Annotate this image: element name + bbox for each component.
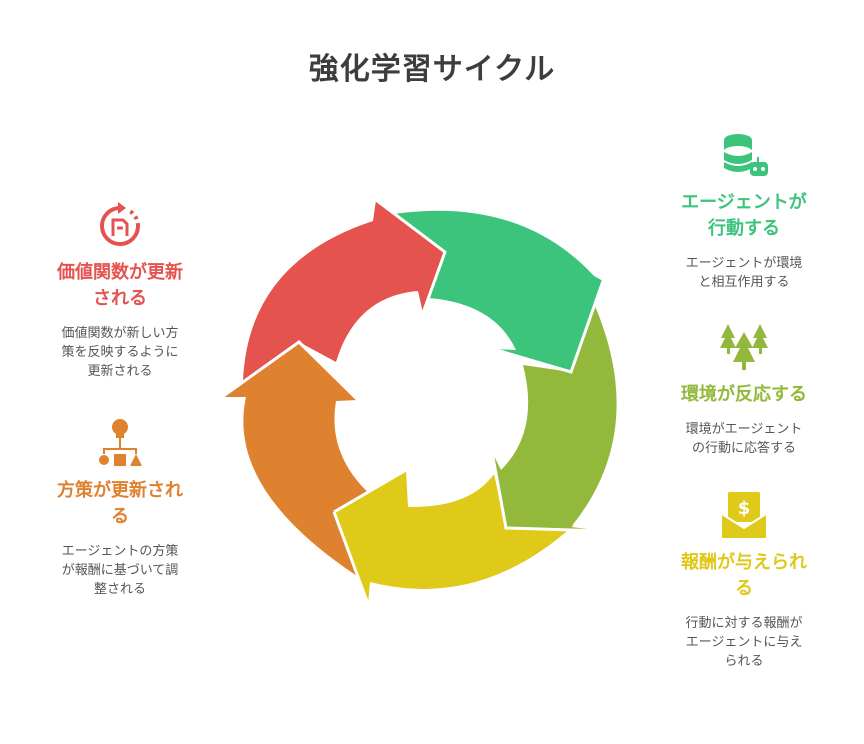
description-line: が報酬に基づいて調	[61, 563, 179, 578]
step-description: 価値関数が新しい方 策を反映するように 更新される	[44, 324, 196, 381]
step-heading: 報酬が与えられ る	[668, 550, 820, 602]
heading-line: される	[93, 288, 147, 309]
heading-line: エージェントが	[681, 192, 807, 213]
description-line: 価値関数が新しい方	[61, 326, 179, 341]
step-value-updated: 価値関数が更新 される 価値関数が新しい方 策を反映するように 更新される	[44, 200, 196, 381]
description-line: 策を反映するように	[61, 345, 179, 360]
step-description: 行動に対する報酬が エージェントに与え られる	[668, 614, 820, 671]
trees-icon	[720, 324, 768, 370]
arrow-segment-red	[243, 200, 445, 381]
step-agent-acts: エージェントが 行動する エージェントが環境 と相互作用する	[668, 130, 820, 292]
description-line: 環境がエージェント	[685, 422, 803, 437]
description-line: エージェントに与え	[685, 635, 803, 650]
step-heading: 価値関数が更新 される	[44, 260, 196, 312]
description-line: られる	[724, 654, 764, 669]
description-line: 行動に対する報酬が	[685, 616, 803, 631]
step-heading: 方策が更新され る	[44, 478, 196, 530]
step-env-responds: 環境が反応する 環境がエージェント の行動に応答する	[668, 322, 820, 458]
heading-line: 価値関数が更新	[57, 262, 183, 283]
step-description: 環境がエージェント の行動に応答する	[668, 420, 820, 458]
description-line: 更新される	[87, 364, 153, 379]
arrow-segment-olive	[492, 306, 617, 531]
step-reward-given: $ 報酬が与えられ る 行動に対する報酬が エージェントに与え られる	[668, 490, 820, 671]
svg-text:$: $	[738, 498, 751, 519]
step-policy-updated: 方策が更新され る エージェントの方策 が報酬に基づいて調 整される	[44, 418, 196, 599]
step-description: エージェントが環境 と相互作用する	[668, 254, 820, 292]
description-line: エージェントの方策	[61, 544, 179, 559]
heading-line: 方策が更新され	[57, 480, 183, 501]
heading-line: 報酬が与えられ	[681, 552, 807, 573]
money-envelope-icon: $	[721, 492, 767, 538]
step-heading: 環境が反応する	[668, 382, 820, 408]
description-line: エージェントが環境	[685, 256, 803, 271]
heading-line: る	[735, 578, 753, 599]
hierarchy-icon	[99, 419, 142, 466]
step-description: エージェントの方策 が報酬に基づいて調 整される	[44, 542, 196, 599]
refresh-doc-icon	[100, 202, 140, 246]
diagram-title: 強化学習サイクル	[308, 52, 556, 87]
description-line: 整される	[93, 582, 146, 597]
description-line: と相互作用する	[698, 275, 790, 290]
step-heading: エージェントが 行動する	[668, 190, 820, 242]
description-line: の行動に応答する	[691, 441, 796, 456]
arrow-segment-yellow	[334, 470, 574, 604]
heading-line: る	[111, 506, 129, 527]
heading-line: 環境が反応する	[681, 384, 807, 405]
database-robot-icon	[724, 134, 768, 176]
heading-line: 行動する	[708, 218, 780, 239]
